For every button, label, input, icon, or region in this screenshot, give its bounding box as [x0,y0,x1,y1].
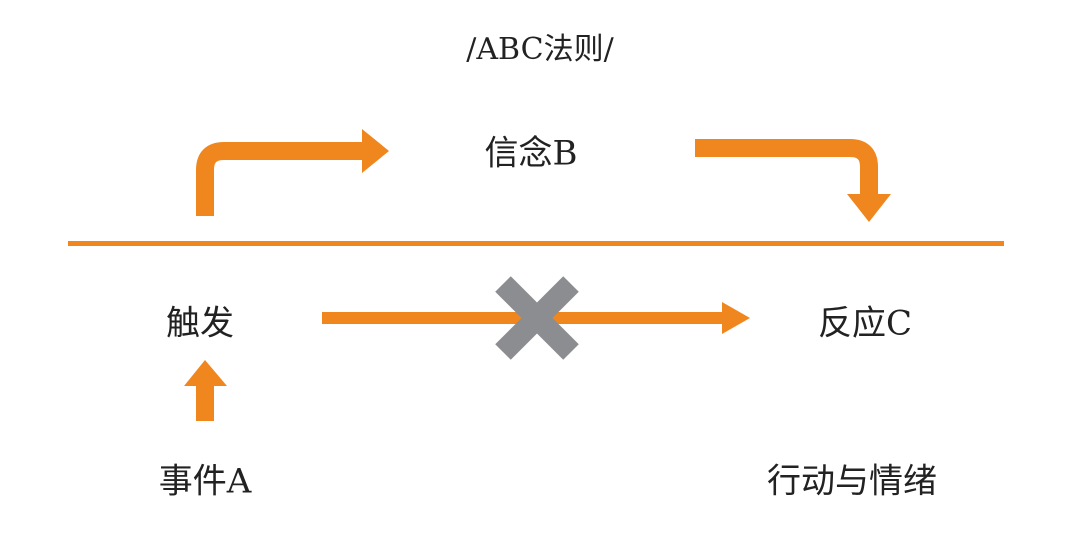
arrowhead [184,360,227,386]
diagram-title: /ABC法则/ [466,32,614,67]
node-behavior-emotion: 行动与情绪 [767,461,937,502]
node-event: 事件A [158,461,252,502]
arrow-event-to-belief [196,142,364,216]
arrow-belief-to-response [695,139,878,196]
node-response: 反应C [817,303,913,344]
node-trigger: 触发 [166,303,234,344]
arrowhead [847,194,891,222]
divider-line [68,241,1004,246]
arrowhead [722,302,750,334]
node-belief: 信念B [484,133,578,174]
cross-icon [495,276,579,360]
arrowhead [362,129,389,173]
